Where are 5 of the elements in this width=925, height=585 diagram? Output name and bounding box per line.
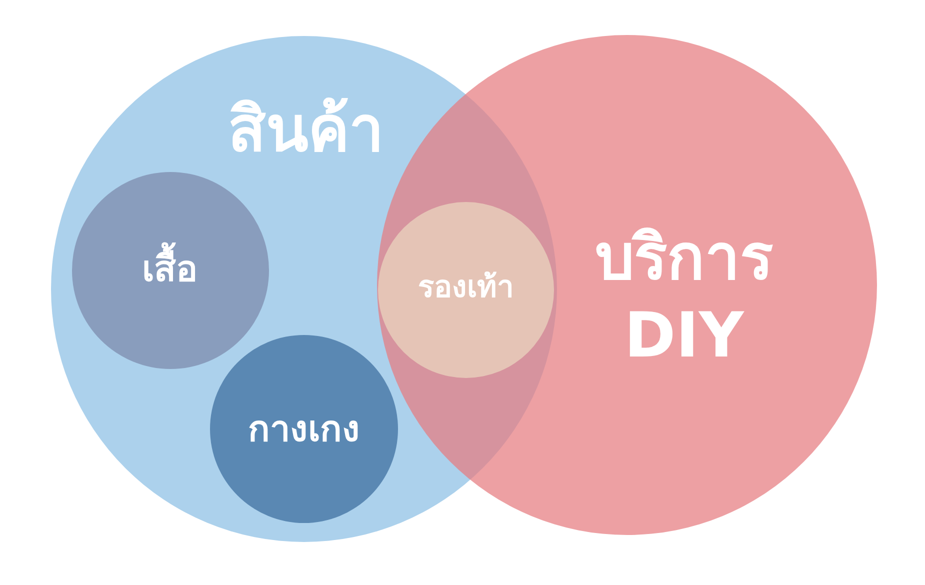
set-label: สินค้า [228, 92, 384, 168]
set-label: บริการ DIY [594, 220, 774, 373]
item-label: เสื้อ [142, 241, 198, 299]
item-label: กางเกง [248, 408, 360, 452]
item-label: รองเท้า [418, 269, 514, 307]
